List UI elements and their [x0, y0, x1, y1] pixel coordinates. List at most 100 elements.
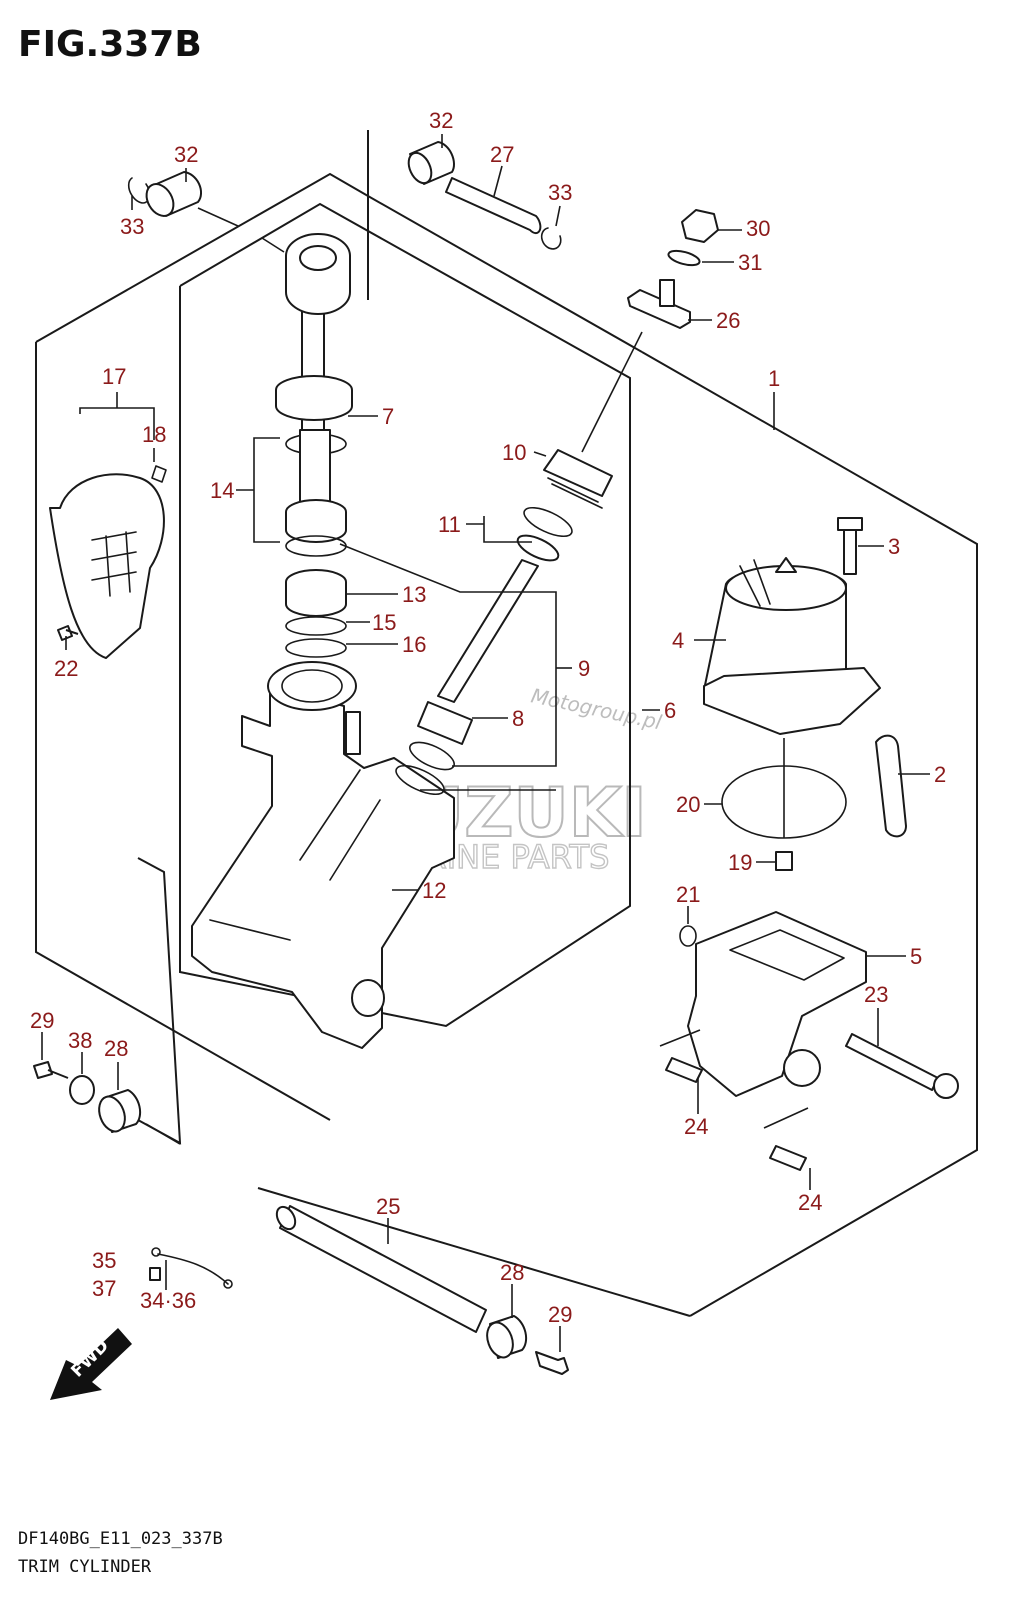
callout-12: 12: [422, 878, 446, 903]
bolt-29-lower: [535, 1351, 569, 1375]
callout-19: 19: [728, 850, 752, 875]
pump-motor-set: [703, 517, 907, 871]
cover-17: [49, 392, 167, 659]
ring-16: [285, 638, 347, 658]
lower-shaft-set: [275, 1205, 569, 1375]
fwd-direction-badge: FWD: [50, 1328, 132, 1400]
pump-body-set: [659, 911, 959, 1171]
pin-set-top: [407, 141, 562, 250]
callout-17: 17: [102, 364, 126, 389]
bolt-3: [843, 525, 857, 575]
callout-16: 16: [402, 632, 426, 657]
piston-14: [285, 499, 347, 543]
callout-27: 27: [490, 142, 514, 167]
lower-left-fasteners: [33, 1061, 181, 1145]
callout-9: 9: [578, 656, 590, 681]
bolt-24-lower: [769, 1145, 807, 1171]
callout-6: 6: [664, 698, 676, 723]
frame-outer-left: [35, 342, 331, 1121]
oring-11-a: [523, 506, 573, 538]
callout-14: 14: [210, 478, 234, 503]
clip-18: [151, 465, 167, 483]
strap-2: [875, 734, 907, 838]
callout-23: 23: [864, 982, 888, 1007]
callout-15: 15: [372, 610, 396, 635]
callout-13: 13: [402, 582, 426, 607]
callout-29-left: 29: [30, 1008, 54, 1033]
callout-11: 11: [438, 512, 461, 537]
frame-outer-bottom: [257, 1187, 691, 1317]
ground-wire: [157, 1253, 229, 1285]
assembly-frame-outer: [35, 172, 978, 1317]
figure-name: TRIM CYLINDER: [18, 1557, 152, 1577]
callout-8: 8: [512, 706, 524, 731]
cover-17-body: [49, 473, 165, 659]
callout-5: 5: [910, 944, 922, 969]
callout-labels: 32 32 33 33 27 30 31 26 1 17 18 7 14 10 …: [30, 108, 946, 1327]
frame-left-bracket: [137, 857, 182, 1145]
bolt-23: [845, 1033, 939, 1091]
fitting-19: [775, 851, 793, 871]
callout-leaders: [41, 134, 930, 1352]
fitting-set-upper-right: [581, 209, 719, 453]
bolt-24-upper: [665, 1057, 703, 1083]
collar-38: [69, 1075, 95, 1105]
callout-32-left: 32: [174, 142, 198, 167]
callout-18: 18: [142, 422, 166, 447]
callout-28-left: 28: [104, 1036, 128, 1061]
oring-21: [679, 925, 697, 947]
ring-15: [285, 616, 347, 636]
bushing-32-left: [127, 171, 285, 253]
frame-inner: [179, 202, 631, 1028]
callout-31: 31: [738, 250, 762, 275]
callout-24-upper: 24: [684, 1114, 708, 1139]
trim-rod-assembly: [236, 233, 353, 658]
callout-26: 26: [716, 308, 740, 333]
callout-10: 10: [502, 440, 526, 465]
callout-7: 7: [382, 404, 394, 429]
motor-flange: [703, 667, 881, 735]
frame-outer-topleft: [35, 172, 369, 343]
callout-20: 20: [676, 792, 700, 817]
seal-7: [275, 375, 353, 421]
plug-10: [543, 449, 613, 497]
callout-29-lower: 29: [548, 1302, 572, 1327]
callout-28-lower: 28: [500, 1260, 524, 1285]
callout-21: 21: [676, 882, 700, 907]
valve-seal-8: [417, 701, 473, 745]
callout-25: 25: [376, 1194, 400, 1219]
ring-13: [285, 569, 347, 617]
bolt-29-left: [33, 1061, 69, 1079]
circlip-33-top: [540, 227, 562, 250]
bushing-32-left-face: [145, 183, 175, 217]
callout-37: 37: [92, 1276, 116, 1301]
figure-code: DF140BG_E11_023_337B: [18, 1529, 223, 1549]
callout-4: 4: [672, 628, 684, 653]
callout-38: 38: [68, 1028, 92, 1053]
screw-35: [149, 1267, 161, 1281]
callout-2: 2: [934, 762, 946, 787]
nut-30: [681, 209, 719, 243]
washer-31: [667, 249, 701, 267]
plate-26: [627, 289, 691, 329]
callout-33-top: 33: [548, 180, 572, 205]
callout-24-lower: 24: [798, 1190, 822, 1215]
pin-27: [445, 177, 542, 235]
callout-1: 1: [768, 366, 780, 391]
callout-22: 22: [54, 656, 78, 681]
pump-body-5: [687, 911, 867, 1097]
oring-6: [409, 741, 455, 771]
ground-wire-set: [149, 1247, 233, 1289]
callout-34-36: 34·36: [140, 1288, 196, 1313]
cylinder-housing: [191, 685, 455, 1049]
callout-33-left: 33: [120, 214, 144, 239]
cylinder-body-12: [191, 661, 455, 1049]
frame-outer-top: [367, 195, 643, 353]
manual-valve-set: [339, 449, 613, 796]
callout-3: 3: [888, 534, 900, 559]
watermark-site: Motogroup.pl: [529, 683, 664, 734]
fwd-arrow-icon: [50, 1328, 132, 1400]
valve-rod: [437, 559, 539, 703]
frame-outer-right: [641, 351, 978, 1317]
